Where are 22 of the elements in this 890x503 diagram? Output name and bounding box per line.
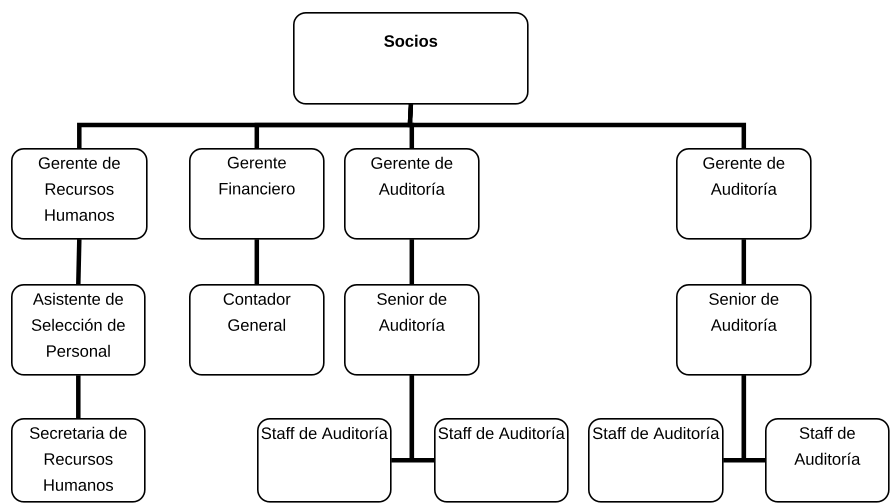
role-box: Staff de Auditoría xyxy=(588,418,724,503)
role-box: Contador General xyxy=(189,284,325,376)
role-box: Gerente de Auditoría xyxy=(344,148,480,240)
role-box: Staff de Auditoría xyxy=(257,418,392,503)
role-box: Staff de Auditoría xyxy=(765,418,890,503)
role-box: Socios xyxy=(293,12,529,105)
role-box: Secretaria de Recursos Humanos xyxy=(11,418,146,503)
role-box: Senior de Auditoría xyxy=(676,284,812,376)
role-box: Asistente de Selección de Personal xyxy=(11,284,146,376)
role-box: Gerente Financiero xyxy=(189,148,325,240)
connector-line xyxy=(408,104,746,148)
connector-line xyxy=(410,376,434,463)
connector-line xyxy=(742,376,766,463)
role-box: Staff de Auditoría xyxy=(434,418,569,503)
role-box: Senior de Auditoría xyxy=(344,284,480,376)
connector-line xyxy=(410,240,414,284)
connector-line xyxy=(742,240,746,284)
connector-line xyxy=(254,240,260,284)
connector-line xyxy=(76,376,81,418)
role-box: Gerente de Recursos Humanos xyxy=(11,148,148,240)
role-box: Gerente de Auditoría xyxy=(676,148,812,240)
connector-line xyxy=(76,240,82,284)
